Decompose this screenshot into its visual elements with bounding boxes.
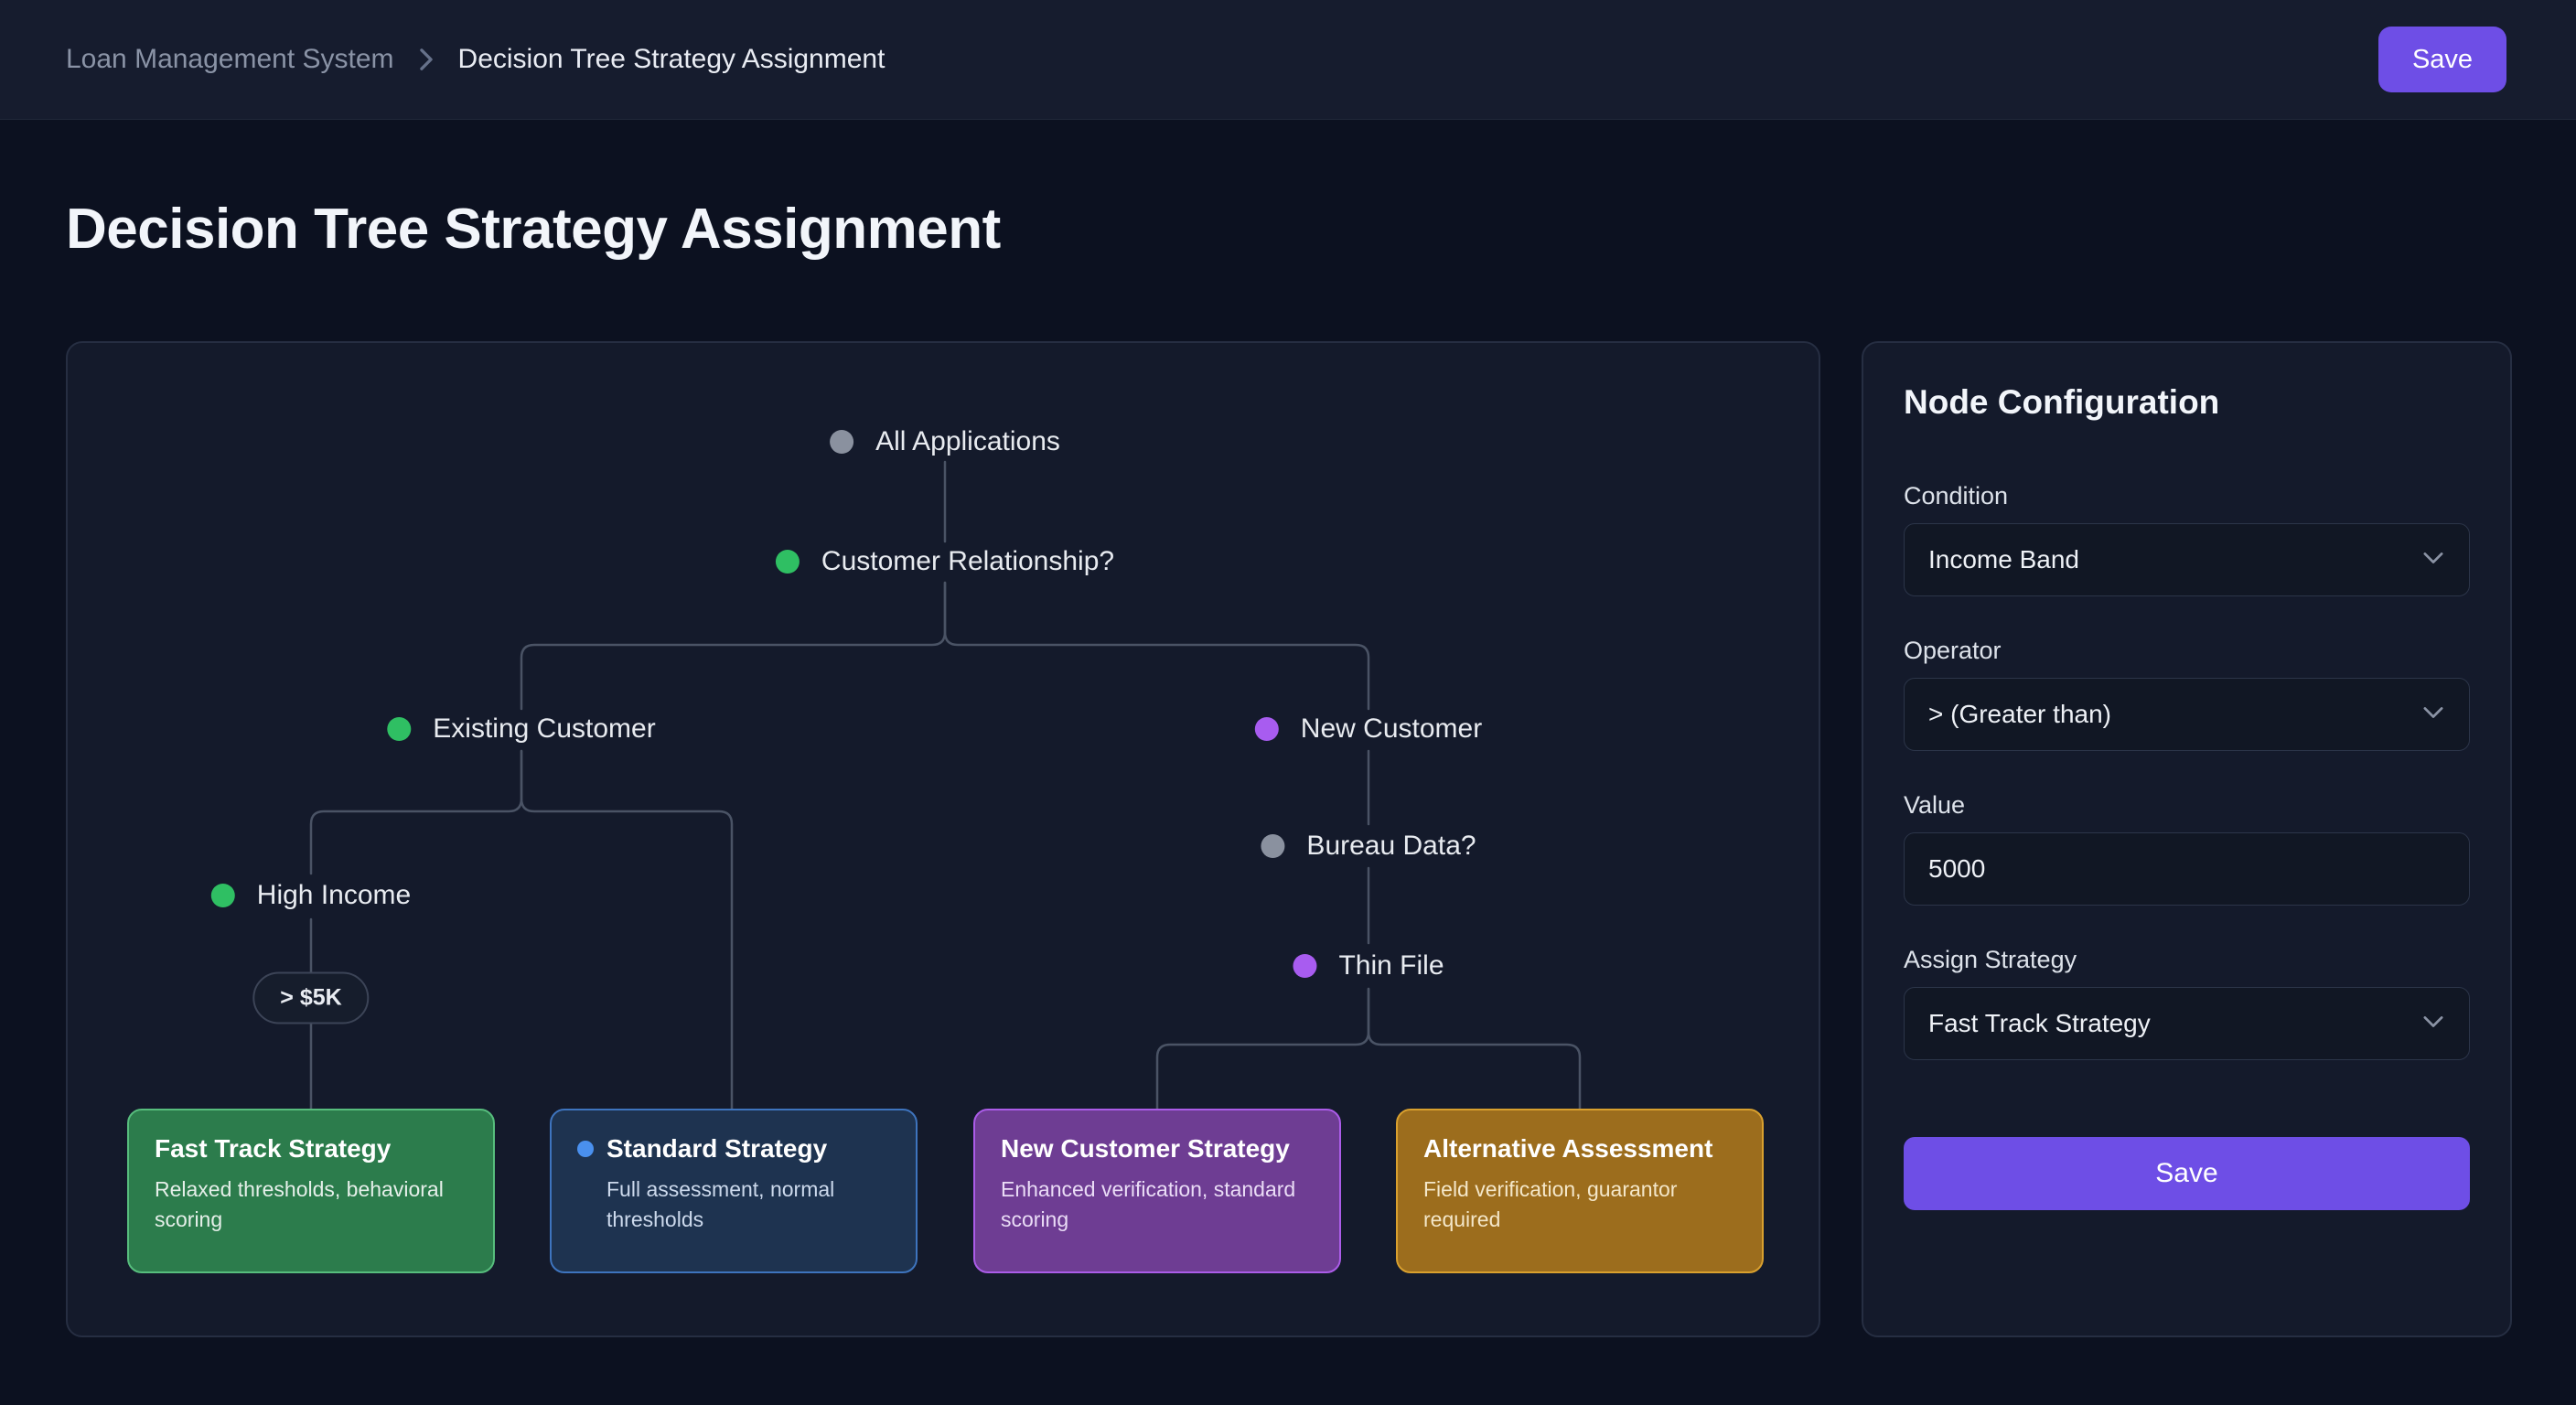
- tree-node-label: Customer Relationship?: [821, 546, 1115, 576]
- breadcrumb-current: Decision Tree Strategy Assignment: [457, 44, 886, 74]
- gray-status-dot-icon: [830, 430, 854, 454]
- tree-node-label: High Income: [256, 880, 412, 910]
- chevron-down-icon: [2421, 1014, 2445, 1034]
- assign-strategy-select[interactable]: Fast Track Strategy: [1904, 987, 2470, 1060]
- decision-tree-canvas: All Applications Customer Relationship? …: [66, 341, 1820, 1337]
- chevron-down-icon: [2421, 551, 2445, 570]
- tree-node-label: New Customer: [1300, 713, 1483, 744]
- node-configuration-panel: Node Configuration Condition Income Band…: [1862, 341, 2512, 1337]
- tree-node-customer-relationship[interactable]: Customer Relationship?: [775, 546, 1115, 577]
- purple-status-dot-icon: [1293, 954, 1317, 978]
- green-status-dot-icon: [775, 550, 800, 574]
- chevron-right-icon: [418, 47, 435, 72]
- tree-node-label: All Applications: [875, 426, 1060, 456]
- strategy-card-title: Alternative Assessment: [1423, 1134, 1713, 1163]
- condition-select[interactable]: Income Band: [1904, 523, 2470, 596]
- config-panel-title: Node Configuration: [1904, 383, 2220, 421]
- tree-node-high-income[interactable]: High Income: [210, 880, 412, 911]
- header-save-button[interactable]: Save: [2378, 27, 2506, 92]
- strategy-card-description: Full assessment, normal thresholds: [606, 1177, 835, 1231]
- strategy-card-title: Standard Strategy: [606, 1134, 828, 1163]
- strategy-card-title: New Customer Strategy: [1001, 1134, 1290, 1163]
- page-title: Decision Tree Strategy Assignment: [66, 198, 1001, 261]
- strategy-card-new-customer[interactable]: New Customer Strategy Enhanced verificat…: [973, 1109, 1341, 1273]
- tree-node-label: Bureau Data?: [1306, 831, 1476, 861]
- breadcrumb-root-link[interactable]: Loan Management System: [66, 44, 394, 74]
- strategy-card-fast-track[interactable]: Fast Track Strategy Relaxed thresholds, …: [127, 1109, 495, 1273]
- gray-status-dot-icon: [1261, 834, 1285, 858]
- tree-node-label: Thin File: [1338, 950, 1444, 981]
- strategy-card-description: Enhanced verification, standard scoring: [1001, 1177, 1296, 1231]
- strategy-card-description: Relaxed thresholds, behavioral scoring: [155, 1177, 444, 1231]
- operator-label: Operator: [1904, 637, 2002, 664]
- operator-select[interactable]: > (Greater than): [1904, 678, 2470, 751]
- chevron-down-icon: [2421, 705, 2445, 724]
- green-status-dot-icon: [210, 884, 235, 907]
- strategy-card-description: Field verification, guarantor required: [1423, 1177, 1678, 1231]
- strategy-card-standard[interactable]: Standard Strategy Full assessment, norma…: [550, 1109, 918, 1273]
- value-input-wrapper: [1904, 832, 2470, 906]
- tree-node-existing-customer[interactable]: Existing Customer: [387, 713, 656, 745]
- value-label: Value: [1904, 791, 1966, 819]
- value-input[interactable]: [1928, 854, 2445, 884]
- breadcrumb: Loan Management System Decision Tree Str…: [66, 44, 885, 75]
- condition-label: Condition: [1904, 482, 2009, 509]
- edge-condition-pill: > $5K: [252, 971, 370, 1024]
- tree-node-new-customer[interactable]: New Customer: [1254, 713, 1483, 745]
- green-status-dot-icon: [387, 717, 412, 741]
- assign-strategy-select-value: Fast Track Strategy: [1928, 1009, 2151, 1037]
- assign-strategy-label: Assign Strategy: [1904, 946, 2077, 973]
- tree-node-all-applications[interactable]: All Applications: [830, 426, 1060, 457]
- tree-node-label: Existing Customer: [433, 713, 656, 744]
- tree-node-bureau-data[interactable]: Bureau Data?: [1261, 831, 1476, 862]
- tree-node-thin-file[interactable]: Thin File: [1293, 950, 1444, 981]
- condition-select-value: Income Band: [1928, 545, 2079, 574]
- config-save-button[interactable]: Save: [1904, 1137, 2470, 1210]
- blue-status-dot-icon: [577, 1141, 594, 1157]
- purple-status-dot-icon: [1254, 717, 1279, 741]
- strategy-card-alternative-assessment[interactable]: Alternative Assessment Field verificatio…: [1396, 1109, 1764, 1273]
- strategy-card-title: Fast Track Strategy: [155, 1134, 392, 1163]
- top-bar: Loan Management System Decision Tree Str…: [0, 0, 2576, 120]
- operator-select-value: > (Greater than): [1928, 700, 2111, 728]
